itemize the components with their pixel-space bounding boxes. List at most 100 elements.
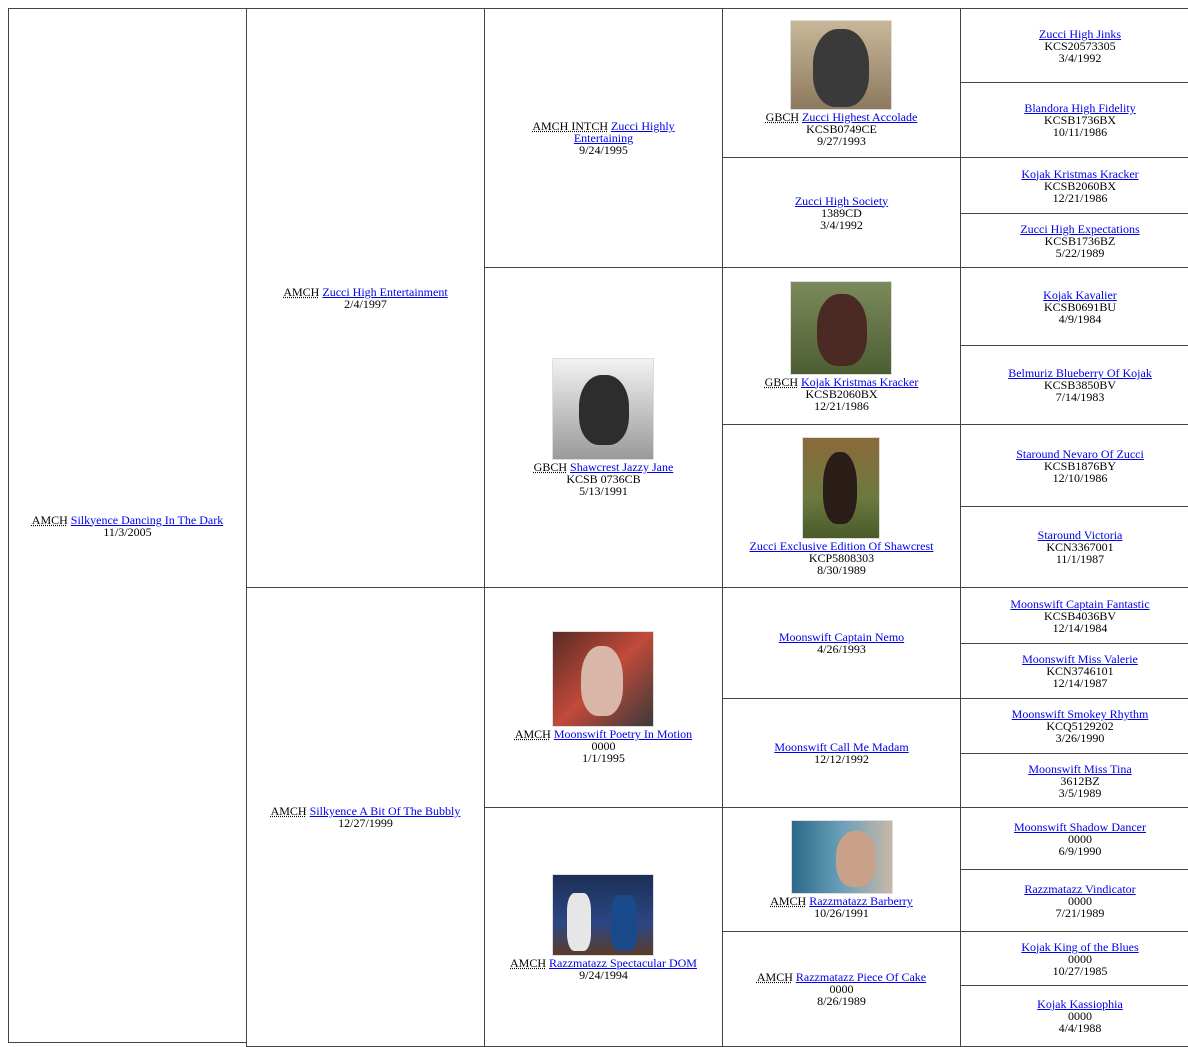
pedigree-cell-gen4: Zucci High Society 1389CD 3/4/1992 (722, 157, 961, 268)
pedigree-cell-gen5: Kojak King of the Blues 0000 10/27/1985 (960, 931, 1188, 986)
registration-number: 0000 (591, 739, 616, 753)
dog-link[interactable]: Staround Nevaro Of Zucci (1016, 446, 1144, 461)
dog-photo-subject (567, 892, 592, 951)
dog-link[interactable]: Moonswift Miss Valerie (1022, 652, 1138, 666)
registration-number: 0000 (1067, 831, 1092, 846)
pedigree-cell-gen3: AMCH INTCH Zucci Highly Entertaining 9/2… (484, 8, 723, 268)
birth-date: 12/14/1984 (1052, 620, 1108, 635)
birth-date: 4/9/1984 (1058, 311, 1102, 326)
dog-link[interactable]: Zucci High Society (794, 193, 889, 208)
dog-entry: AMCH INTCH Zucci Highly Entertaining 9/2… (519, 120, 689, 156)
title-abbr: AMCH (283, 285, 320, 299)
pedigree-cell-gen5: Moonswift Smokey Rhythm KCQ5129202 3/26/… (960, 698, 1188, 754)
birth-date: 11/1/1987 (1055, 552, 1105, 566)
dog-entry: Kojak Kavalier KCSB0691BU 4/9/1984 (1043, 289, 1117, 325)
dog-entry: Moonswift Miss Valerie KCN3746101 12/14/… (1022, 653, 1138, 689)
dog-link[interactable]: Kojak Kristmas Kracker (1021, 166, 1139, 181)
birth-date: 12/21/1986 (814, 398, 869, 413)
registration-number: KCSB2060BX (1043, 178, 1116, 193)
pedigree-cell-gen4: GBCH Zucci Highest Accolade KCSB0749CE 9… (722, 8, 961, 158)
dog-link[interactable]: Moonswift Poetry In Motion (553, 727, 693, 741)
dog-entry: AMCH Zucci High Entertainment 2/4/1997 (283, 286, 447, 310)
birth-date: 9/24/1995 (579, 143, 628, 157)
birth-date: 12/14/1987 (1052, 676, 1108, 690)
dog-link[interactable]: Moonswift Smokey Rhythm (1011, 707, 1149, 721)
dog-photo-subject (611, 894, 638, 951)
dog-photo[interactable] (802, 436, 881, 539)
title-abbr: AMCH (770, 894, 807, 908)
dog-link[interactable]: Razzmatazz Piece Of Cake (795, 970, 927, 984)
dog-link[interactable]: Belmuriz Blueberry Of Kojak (1008, 366, 1152, 380)
dog-photo[interactable] (552, 358, 655, 460)
dog-entry: GBCH Shawcrest Jazzy Jane KCSB 0736CB 5/… (534, 358, 674, 497)
dog-link[interactable]: Shawcrest Jazzy Jane (570, 460, 674, 474)
pedigree-cell-gen5: Kojak Kassiophia 0000 4/4/1988 (960, 985, 1188, 1047)
registration-number: 0000 (1067, 951, 1092, 966)
pedigree-cell-gen5: Moonswift Shadow Dancer 0000 6/9/1990 (960, 807, 1188, 870)
pedigree-cell-gen5: Razzmatazz Vindicator 0000 7/21/1989 (960, 869, 1188, 932)
dog-photo[interactable] (552, 631, 655, 727)
registration-number: KCSB3850BV (1043, 378, 1117, 392)
pedigree-cell-gen2-dam: AMCH Silkyence A Bit Of The Bubbly 12/27… (246, 587, 485, 1047)
birth-date: 7/21/1989 (1055, 905, 1105, 920)
registration-number: 3612BZ (1060, 773, 1100, 788)
dog-entry: Staround Victoria KCN3367001 11/1/1987 (1038, 529, 1123, 565)
dog-entry: Moonswift Captain Nemo 4/26/1993 (779, 631, 904, 655)
title-abbr: AMCH (510, 955, 547, 970)
pedigree-cell-gen5: Staround Nevaro Of Zucci KCSB1876BY 12/1… (960, 424, 1188, 507)
dog-link[interactable]: Moonswift Call Me Madam (774, 740, 909, 754)
dog-entry: AMCH Moonswift Poetry In Motion 0000 1/1… (515, 631, 692, 764)
registration-number: 0000 (1068, 1009, 1092, 1023)
birth-date: 5/22/1989 (1055, 245, 1105, 260)
dog-entry: Kojak King of the Blues 0000 10/27/1985 (1021, 941, 1138, 977)
title-abbr: GBCH (764, 374, 799, 389)
dog-link[interactable]: Moonswift Shadow Dancer (1014, 819, 1146, 834)
dog-link[interactable]: Moonswift Miss Tina (1028, 761, 1132, 776)
dog-link[interactable]: Kojak Kavalier (1043, 287, 1117, 302)
dog-link[interactable]: Zucci Highly Entertaining (573, 119, 675, 145)
dog-link[interactable]: Zucci Exclusive Edition Of Shawcrest (749, 538, 934, 553)
title-abbr: GBCH (765, 109, 800, 124)
dog-link[interactable]: Kojak Kassiophia (1037, 997, 1123, 1011)
pedigree-cell-gen4: Moonswift Call Me Madam 12/12/1992 (722, 698, 961, 808)
dog-link[interactable]: Zucci High Entertainment (322, 285, 448, 299)
dog-entry: Zucci Exclusive Edition Of Shawcrest KCP… (749, 436, 934, 576)
birth-date: 10/26/1991 (814, 906, 869, 920)
dog-link[interactable]: Razzmatazz Vindicator (1024, 881, 1136, 896)
birth-date: 12/10/1986 (1052, 470, 1108, 485)
dog-link[interactable]: Moonswift Captain Nemo (778, 630, 905, 644)
dog-link[interactable]: Silkyence A Bit Of The Bubbly (309, 804, 461, 818)
registration-number: KCSB0749CE (806, 121, 877, 136)
title-abbr: AMCH (270, 804, 307, 818)
dog-entry: Zucci High Expectations KCSB1736BZ 5/22/… (1020, 223, 1139, 259)
dog-photo[interactable] (790, 19, 893, 110)
birth-date: 9/27/1993 (817, 133, 866, 148)
dog-link[interactable]: Zucci High Expectations (1020, 221, 1140, 236)
dog-photo[interactable] (552, 873, 655, 956)
dog-link[interactable]: Moonswift Captain Fantastic (1010, 596, 1150, 611)
dog-photo[interactable] (790, 280, 893, 375)
dog-link[interactable]: Blandora High Fidelity (1024, 101, 1136, 115)
dog-link[interactable]: Razzmatazz Barberry (809, 894, 913, 908)
dog-link[interactable]: Kojak Kristmas Kracker (801, 374, 919, 389)
registration-number: KCN3746101 (1046, 664, 1114, 678)
dog-link[interactable]: Kojak King of the Blues (1021, 939, 1139, 954)
dog-entry: GBCH Kojak Kristmas Kracker KCSB2060BX 1… (764, 280, 919, 413)
dog-link[interactable]: Staround Victoria (1037, 528, 1123, 542)
dog-link[interactable]: Zucci Highest Accolade (802, 109, 918, 124)
pedigree-cell-gen1: AMCH Silkyence Dancing In The Dark 11/3/… (8, 8, 247, 1043)
pedigree-cell-gen4: AMCH Razzmatazz Barberry 10/26/1991 (722, 807, 961, 932)
pedigree-cell-gen3: AMCH Moonswift Poetry In Motion 0000 1/1… (484, 587, 723, 808)
birth-date: 11/3/2005 (103, 524, 152, 539)
birth-date: 6/9/1990 (1058, 843, 1102, 858)
dog-entry: AMCH Razzmatazz Barberry 10/26/1991 (770, 820, 913, 919)
dog-entry: Zucci High Society 1389CD 3/4/1992 (795, 195, 888, 231)
birth-date: 10/27/1985 (1052, 963, 1108, 978)
dog-link[interactable]: Razzmatazz Spectacular DOM (549, 955, 697, 970)
dog-link[interactable]: Zucci High Jinks (1039, 26, 1121, 41)
dog-entry: Zucci High Jinks KCS20573305 3/4/1992 (1039, 28, 1121, 64)
dog-photo[interactable] (790, 820, 893, 894)
birth-date: 1/1/1995 (582, 751, 625, 765)
dog-link[interactable]: Silkyence Dancing In The Dark (70, 512, 224, 527)
dog-entry: AMCH Razzmatazz Spectacular DOM 9/24/199… (510, 873, 697, 981)
